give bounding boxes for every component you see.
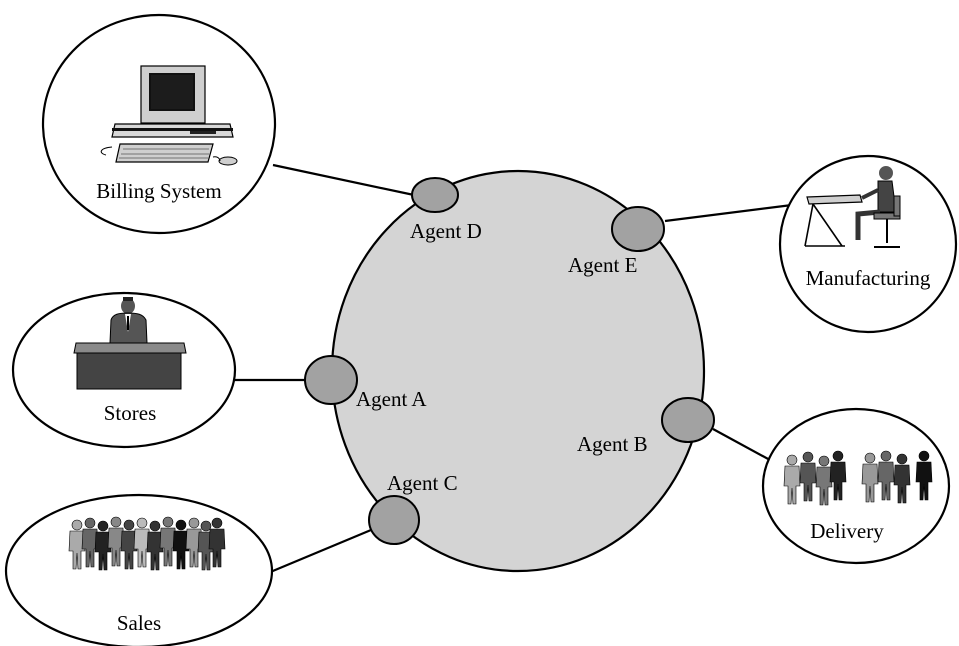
agent-c-label: Agent C <box>387 471 458 495</box>
desktop-computer-icon <box>100 65 238 166</box>
manufacturing-label: Manufacturing <box>806 266 931 290</box>
billing-system-label: Billing System <box>96 179 221 203</box>
connector-sales <box>267 528 372 575</box>
agent-e-label: Agent E <box>568 253 637 277</box>
connector-billing <box>272 163 415 197</box>
agent-d-label: Agent D <box>410 219 482 243</box>
delivery-circle <box>761 407 951 565</box>
manufacturing-node[interactable]: Manufacturing <box>778 154 958 334</box>
connector-manufacturing <box>664 203 793 223</box>
draftsman-at-desk-icon <box>804 166 901 248</box>
stores-node[interactable]: Stores <box>11 291 237 449</box>
agent-a-node[interactable] <box>304 355 358 405</box>
connector-lines <box>233 163 793 575</box>
sales-node[interactable]: Sales <box>4 493 274 646</box>
connector-delivery <box>712 428 771 461</box>
manufacturing-circle <box>778 154 958 334</box>
stores-label: Stores <box>104 401 157 425</box>
agent-c-node[interactable] <box>368 495 420 545</box>
delivery-node[interactable]: Delivery <box>761 407 951 565</box>
agent-e-node[interactable] <box>611 206 665 252</box>
sales-label: Sales <box>117 611 161 635</box>
agent-b-label: Agent B <box>577 432 648 456</box>
agent-a-label: Agent A <box>356 387 427 411</box>
delivery-label: Delivery <box>810 519 884 543</box>
billing-system-node[interactable]: Billing System <box>41 13 277 235</box>
person-at-counter-icon <box>73 297 187 390</box>
agent-d-node[interactable] <box>411 177 459 213</box>
agent-b-node[interactable] <box>661 397 715 443</box>
